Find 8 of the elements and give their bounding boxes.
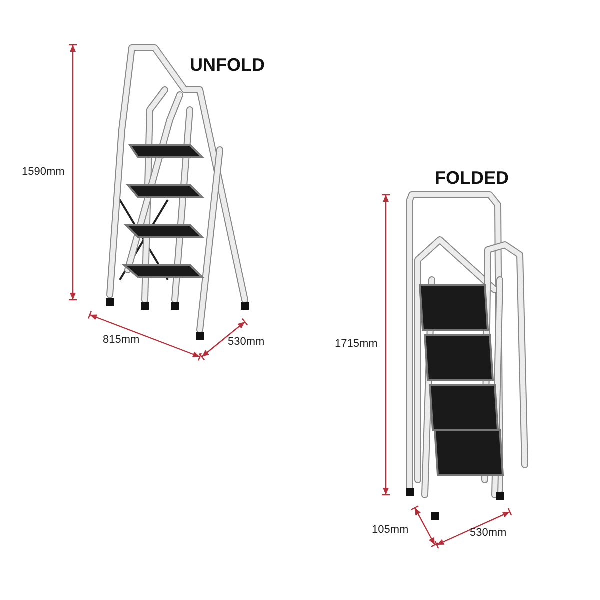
view-title: FOLDED [435, 168, 509, 189]
dimension-label: 530mm [228, 336, 265, 348]
dimension-label: 105mm [372, 524, 409, 536]
dimension-label: 1715mm [335, 338, 378, 350]
dimension-label: 530mm [470, 527, 507, 539]
dimension-label: 815mm [103, 334, 140, 346]
dimension-label: 1590mm [22, 166, 65, 178]
view-title: UNFOLD [190, 55, 265, 76]
